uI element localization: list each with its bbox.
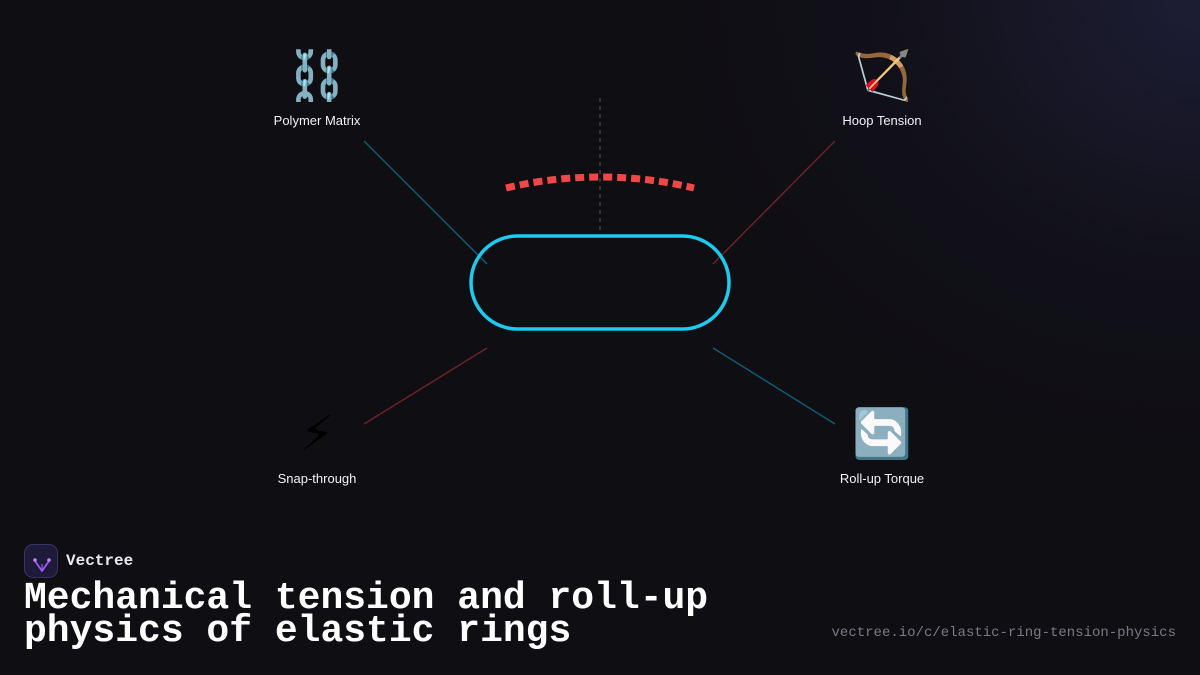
- node-snap-through: ⚡ Snap-through: [217, 405, 417, 486]
- bow-and-arrow-icon: 🏹: [852, 48, 912, 104]
- chain-icon: ⛓️: [287, 48, 347, 104]
- node-roll-up-torque: 🔄 Roll-up Torque: [782, 405, 982, 486]
- page-title: Mechanical tension and roll-up physics o…: [24, 577, 709, 653]
- connector-snap-through: [363, 347, 488, 425]
- source-url: vectree.io/c/elastic-ring-tension-physic…: [831, 625, 1176, 641]
- tension-arc: [505, 173, 695, 192]
- brand: Vectree: [24, 544, 133, 578]
- rotate-arrows-icon: 🔄: [852, 406, 912, 462]
- node-polymer-matrix: ⛓️ Polymer Matrix: [217, 47, 417, 128]
- lightning-icon: ⚡: [300, 406, 334, 462]
- node-label: Hoop Tension: [842, 113, 922, 128]
- node-label: Polymer Matrix: [273, 113, 361, 128]
- brand-name: Vectree: [66, 552, 134, 570]
- elastic-ring: [469, 234, 731, 331]
- connector-polymer-matrix: [363, 140, 488, 265]
- connector-hoop-tension: [712, 140, 836, 265]
- connector-roll-up-torque: [712, 347, 836, 425]
- node-label: Snap-through: [277, 471, 357, 486]
- node-label: Roll-up Torque: [839, 471, 925, 486]
- vectree-logo-icon: [24, 544, 58, 578]
- node-hoop-tension: 🏹 Hoop Tension: [782, 47, 982, 128]
